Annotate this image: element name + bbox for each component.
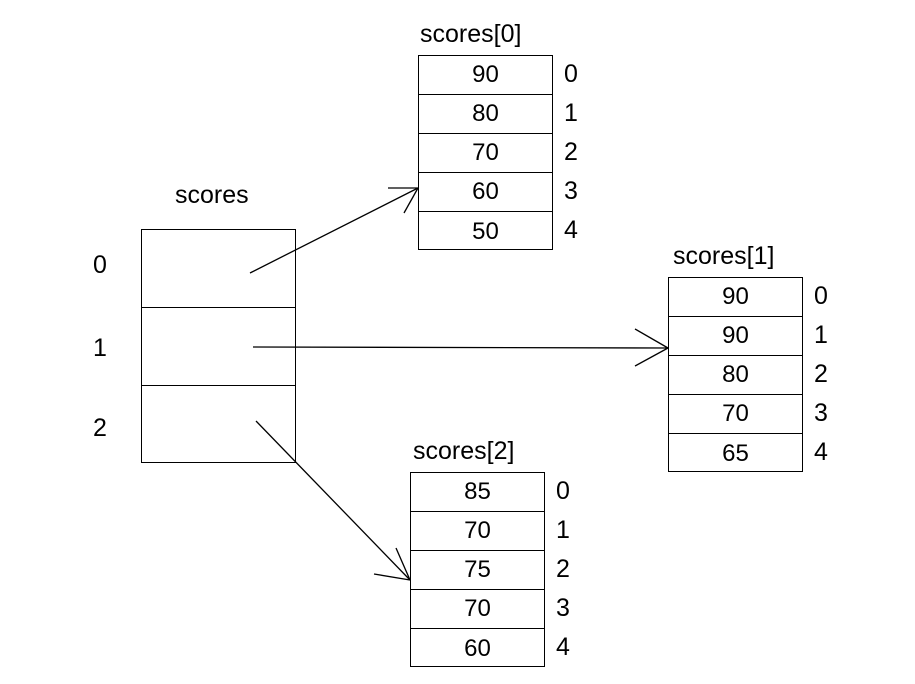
- outer-array-box: [141, 229, 296, 463]
- inner-array-0-cell-4[interactable]: 50: [472, 217, 499, 245]
- inner-array-2-cell-2[interactable]: 75: [411, 551, 544, 590]
- inner-array-2-index-4: 4: [556, 633, 570, 661]
- inner-array-2-index-0: 0: [556, 477, 570, 505]
- pointer-arrow-1: [252, 328, 669, 367]
- outer-array-cell-1[interactable]: [142, 308, 295, 386]
- inner-array-0-index-3: 3: [564, 177, 578, 205]
- inner-array-2-cell-1[interactable]: 70: [411, 512, 544, 551]
- inner-array-0-cell-2[interactable]: 70: [419, 134, 552, 173]
- inner-array-2-cell-3[interactable]: 70: [411, 590, 544, 629]
- inner-array-1-index-4: 4: [814, 438, 828, 466]
- inner-array-1-index-3: 3: [814, 399, 828, 427]
- inner-array-2-index-3: 3: [556, 594, 570, 622]
- outer-array-cell-0[interactable]: [142, 230, 295, 308]
- inner-array-0-title: scores[0]: [420, 20, 522, 48]
- outer-array-title: scores: [175, 181, 249, 209]
- inner-array-1-cell-3[interactable]: 70: [669, 395, 802, 434]
- outer-array-index-1: 1: [93, 334, 107, 362]
- inner-array-2-cell-0[interactable]: 85: [411, 473, 544, 512]
- inner-array-1-cell-4[interactable]: 65: [722, 439, 749, 467]
- inner-array-0-cell-3[interactable]: 60: [419, 173, 552, 212]
- inner-array-1-index-2: 2: [814, 360, 828, 388]
- inner-array-2-title: scores[2]: [413, 437, 515, 465]
- inner-array-2-index-1: 1: [556, 516, 570, 544]
- inner-array-0-index-4: 4: [564, 216, 578, 244]
- inner-array-1-box: 90 90 80 70 65: [668, 277, 803, 472]
- inner-array-0-cell-0[interactable]: 90: [419, 56, 552, 95]
- inner-array-1-cell-0[interactable]: 90: [669, 278, 802, 317]
- inner-array-1-cell-1[interactable]: 90: [669, 317, 802, 356]
- outer-array-cell-2[interactable]: [142, 386, 295, 464]
- outer-array-index-0: 0: [93, 251, 107, 279]
- inner-array-2-cell-4[interactable]: 60: [464, 634, 491, 662]
- outer-array-index-2: 2: [93, 414, 107, 442]
- inner-array-0-index-1: 1: [564, 99, 578, 127]
- inner-array-1-cell-2[interactable]: 80: [669, 356, 802, 395]
- inner-array-0-index-0: 0: [564, 60, 578, 88]
- inner-array-0-box: 90 80 70 60 50: [418, 55, 553, 250]
- inner-array-1-title: scores[1]: [673, 242, 775, 270]
- inner-array-0-index-2: 2: [564, 138, 578, 166]
- inner-array-2-index-2: 2: [556, 555, 570, 583]
- inner-array-1-index-1: 1: [814, 321, 828, 349]
- inner-array-2-box: 85 70 75 70 60: [410, 472, 545, 667]
- inner-array-1-index-0: 0: [814, 282, 828, 310]
- inner-array-0-cell-1[interactable]: 80: [419, 95, 552, 134]
